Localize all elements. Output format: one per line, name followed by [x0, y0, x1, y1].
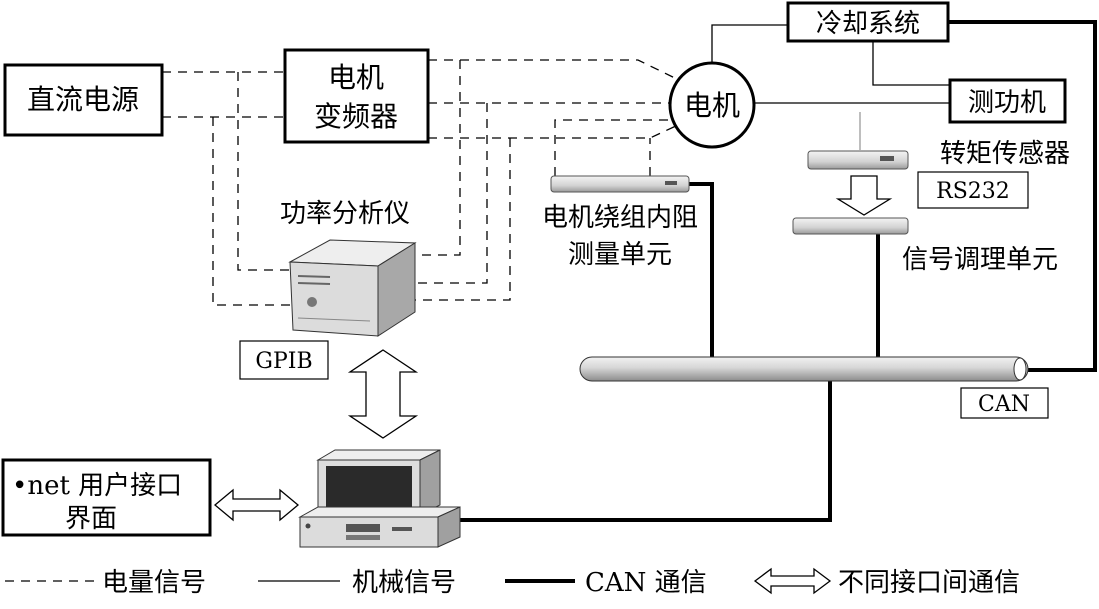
- motor-inverter: 电机 变频器: [283, 48, 430, 144]
- cooling-to-dyno-line: [872, 41, 950, 86]
- winding-to-bus-line: [689, 182, 714, 358]
- inverter-to-analyzer-line-1: [415, 60, 461, 256]
- gpib-double-arrow-icon: [347, 349, 419, 439]
- net-ui-label-2: 界面: [65, 504, 117, 534]
- analyzer-vent: [297, 275, 331, 278]
- dc-power-supply-box: [3, 63, 164, 137]
- net-ui-box: [1, 458, 212, 537]
- inverter-to-analyzer-line-3: [415, 138, 511, 301]
- legend-interface-label: 不同接口间通信: [838, 568, 1020, 598]
- motor-inverter-label-1: 电机: [328, 61, 384, 94]
- computer: [298, 449, 461, 548]
- electrical-signal-lines: [162, 59, 684, 306]
- cooling-to-bus-line: [948, 20, 1097, 372]
- signal-conditioning-unit: 信号调理单元: [792, 217, 1058, 275]
- signal-conditioning-device: [792, 217, 909, 235]
- pc-base-side: [437, 506, 461, 548]
- can-bus: CAN: [579, 356, 1049, 419]
- motor-inverter-box: [283, 48, 430, 144]
- cooling-system: 冷却系统: [786, 1, 950, 43]
- net-user-interface: •net 用户接口 界面: [1, 458, 212, 537]
- torque-sensor: 转矩传感器 RS232: [807, 139, 1070, 209]
- can-lines: [460, 20, 1097, 522]
- dynamometer-box: [948, 78, 1067, 124]
- dc-to-analyzer-line-1: [237, 72, 292, 271]
- can-bus-end: [1013, 357, 1027, 381]
- inverter-to-motor-line-1: [428, 59, 684, 83]
- power-analyzer: 功率分析仪: [280, 199, 417, 337]
- ui-double-arrow-icon: [213, 488, 300, 522]
- down-arrow-icon: [835, 175, 893, 216]
- pc-drive-bay: [346, 535, 380, 540]
- torque-sensor-device: [807, 150, 909, 170]
- motor: 电机: [668, 61, 756, 149]
- legend-mechanical-label: 机械信号: [352, 568, 456, 598]
- rs232-box: [917, 171, 1029, 209]
- legend-can-label: CAN 通信: [585, 568, 707, 598]
- legend-double-arrow-icon: [753, 567, 832, 595]
- dynamometer: 测功机: [948, 78, 1067, 124]
- pc-floppy-slot: [392, 527, 412, 531]
- legend: 电量信号 机械信号 CAN 通信 不同接口间通信: [5, 567, 1020, 598]
- dc-to-analyzer-line-2: [212, 117, 293, 306]
- cooling-system-label: 冷却系统: [816, 9, 920, 39]
- signal-conditioning-label: 信号调理单元: [902, 245, 1058, 275]
- net-ui-label-1: •net 用户接口: [12, 471, 182, 501]
- winding-unit-label-1: 电机绕组内阻: [542, 203, 698, 233]
- winding-resistance-device: [550, 175, 690, 193]
- mechanical-signal-lines: [711, 24, 950, 150]
- can-box: [960, 387, 1049, 419]
- dc-power-supply: 直流电源: [3, 63, 164, 137]
- gpib-label: GPIB: [255, 349, 312, 374]
- can-label: CAN: [978, 392, 1030, 417]
- torque-sensor-indicator: [880, 156, 894, 161]
- monitor-side: [419, 449, 441, 516]
- monitor-top: [316, 449, 441, 461]
- cooling-system-box: [786, 1, 950, 43]
- motor-inverter-label-2: 变频器: [314, 100, 398, 133]
- pc-drive-bay: [346, 524, 380, 532]
- analyzer-panel-line: [297, 317, 371, 322]
- winding-device-indicator: [665, 181, 677, 185]
- rs232-label: RS232: [936, 179, 1010, 204]
- inverter-to-analyzer-line-2: [415, 103, 488, 284]
- power-analyzer-label: 功率分析仪: [280, 199, 410, 229]
- monitor-screen: [326, 466, 412, 508]
- dynamometer-label: 测功机: [968, 88, 1046, 118]
- dc-power-supply-label: 直流电源: [27, 83, 139, 116]
- power-analyzer-side: [377, 242, 416, 337]
- winding-to-motor-line-1: [554, 119, 673, 176]
- pc-power-icon: [305, 523, 311, 529]
- winding-unit-label-2: 测量单元: [568, 240, 672, 270]
- winding-resistance-unit: 电机绕组内阻 测量单元: [542, 175, 698, 270]
- motor-to-cooling-line: [711, 24, 788, 63]
- legend-electrical-label: 电量信号: [102, 568, 206, 598]
- can-bus-cylinder: [579, 356, 1029, 382]
- gpib-box: [239, 340, 329, 380]
- analyzer-logo-icon: [307, 297, 317, 307]
- motor-label: 电机: [684, 89, 740, 122]
- analyzer-vent: [297, 282, 331, 285]
- bus-to-computer-line: [460, 381, 832, 522]
- motor-circle: [668, 61, 756, 149]
- pc-base-top: [298, 506, 461, 518]
- torque-sensor-label: 转矩传感器: [940, 139, 1070, 169]
- inverter-to-motor-line-3: [428, 124, 679, 139]
- power-analyzer-front: [289, 261, 379, 337]
